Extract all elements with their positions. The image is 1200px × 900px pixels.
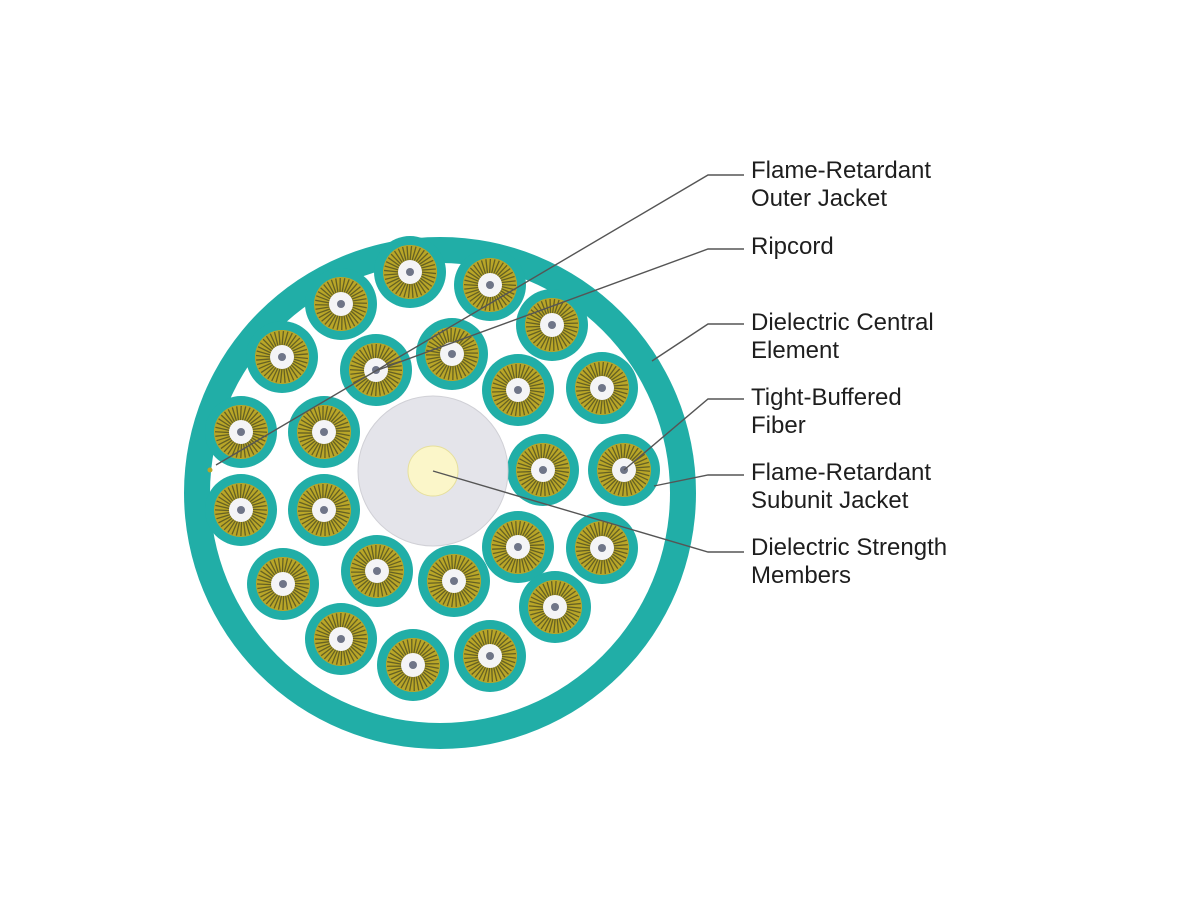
subunit xyxy=(566,352,638,424)
subunit xyxy=(454,620,526,692)
subunit xyxy=(374,236,446,308)
yarn-strands xyxy=(349,343,403,397)
yarn-strands xyxy=(575,521,629,575)
label-dielectric-strength-members: Dielectric Strength Members xyxy=(751,534,948,589)
subunit xyxy=(205,396,277,468)
yarn-strands xyxy=(528,580,582,634)
label-subunit-jacket: Flame-Retardant Subunit Jacket xyxy=(751,459,932,514)
leader-outer-jacket xyxy=(215,174,744,466)
yarn-strands xyxy=(298,484,350,536)
fiber-core xyxy=(598,384,606,392)
subunit xyxy=(305,603,377,675)
label-dielectric-central-element: Dielectric Central Element xyxy=(751,309,934,364)
fiber-core xyxy=(539,466,547,474)
leader-subunit-jacket xyxy=(653,474,744,487)
fiber-core xyxy=(514,543,522,551)
subunit xyxy=(288,474,360,546)
leader-strength-members xyxy=(432,470,744,553)
fiber-core xyxy=(237,428,245,436)
fiber-core xyxy=(373,567,381,575)
yarn-strands xyxy=(298,406,350,458)
yarn-strands xyxy=(351,545,403,597)
subunit xyxy=(418,545,490,617)
subunit xyxy=(247,548,319,620)
leader-lines xyxy=(215,174,744,553)
leader-ripcord xyxy=(377,248,744,371)
subunit xyxy=(482,511,554,583)
yarn-strands xyxy=(255,330,309,384)
subunit xyxy=(205,474,277,546)
yarn-strands xyxy=(383,245,437,299)
ripcord xyxy=(207,467,213,473)
fiber-core xyxy=(320,506,328,514)
subunit xyxy=(519,571,591,643)
yarn-strands xyxy=(214,483,268,537)
fiber-core xyxy=(406,268,414,276)
leader-tight-buffered xyxy=(623,398,744,471)
fiber-core xyxy=(486,652,494,660)
subunit xyxy=(305,268,377,340)
yarn-strands xyxy=(526,299,578,351)
subunit xyxy=(288,396,360,468)
yarn-strands xyxy=(464,630,516,682)
fiber-core xyxy=(278,353,286,361)
fiber-core xyxy=(514,386,522,394)
subunit xyxy=(482,354,554,426)
yarn-strands xyxy=(387,639,439,691)
fiber-core xyxy=(337,635,345,643)
yarn-strands xyxy=(256,557,310,611)
fiber-core xyxy=(320,428,328,436)
fiber-core xyxy=(548,321,556,329)
yarn-strands xyxy=(517,444,569,496)
fiber-core xyxy=(486,281,494,289)
yarn-strands xyxy=(492,521,544,573)
subunit xyxy=(507,434,579,506)
yarn-strands xyxy=(214,405,268,459)
subunit xyxy=(416,318,488,390)
label-tight-buffered-fiber: Tight-Buffered Fiber xyxy=(751,384,902,439)
yarn-strands xyxy=(463,258,517,312)
fiber-core xyxy=(598,544,606,552)
fiber-core xyxy=(409,661,417,669)
yarn-strands xyxy=(597,443,651,497)
yarn-strands xyxy=(428,555,480,607)
subunit xyxy=(377,629,449,701)
yarn-strands xyxy=(426,328,478,380)
subunit xyxy=(516,289,588,361)
subunit xyxy=(566,512,638,584)
subunit-group xyxy=(205,236,660,701)
leader-central-element xyxy=(651,323,744,362)
fiber-core xyxy=(237,506,245,514)
fiber-core xyxy=(337,300,345,308)
yarn-strands xyxy=(314,612,368,666)
fiber-core xyxy=(279,580,287,588)
label-ripcord: Ripcord xyxy=(751,233,834,260)
yarn-strands xyxy=(575,361,629,415)
subunit xyxy=(246,321,318,393)
label-outer-jacket: Flame-Retardant Outer Jacket xyxy=(751,157,932,212)
yarn-strands xyxy=(315,278,367,330)
subunit xyxy=(454,249,526,321)
fiber-core xyxy=(450,577,458,585)
fiber-core xyxy=(448,350,456,358)
fiber-core xyxy=(551,603,559,611)
yarn-strands xyxy=(492,364,544,416)
subunit xyxy=(341,535,413,607)
